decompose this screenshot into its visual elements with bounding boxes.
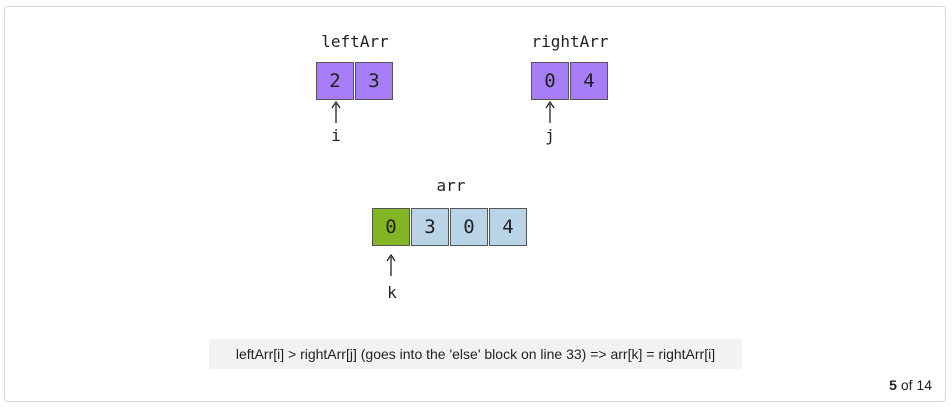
slide-pager: 5 of 14 [889, 377, 932, 393]
right-array-cell: 0 [531, 62, 569, 100]
left-array-label: leftArr [321, 32, 389, 51]
slide-frame [4, 6, 946, 402]
right-array-cells: 0 4 [531, 62, 609, 100]
pointer-j-label: j [545, 126, 555, 145]
merged-array-cells: 0 3 0 4 [372, 208, 528, 246]
pointer-i-arrow-icon [331, 101, 341, 123]
pointer-j-arrow-icon [545, 101, 555, 123]
pointer-k-arrow-icon [386, 254, 396, 276]
merged-array-label: arr [436, 176, 466, 195]
pager-total: 14 [916, 377, 932, 393]
left-array-cell: 2 [316, 62, 354, 100]
step-caption: leftArr[i] > rightArr[j] (goes into the … [209, 339, 742, 369]
right-array-label: rightArr [531, 32, 609, 51]
right-array-cell: 4 [570, 62, 608, 100]
pager-current: 5 [889, 377, 897, 393]
left-array-cell: 3 [355, 62, 393, 100]
left-array-cells: 2 3 [316, 62, 394, 100]
pointer-k-label: k [387, 283, 397, 302]
merged-array-cell: 3 [411, 208, 449, 246]
merged-array-cell: 0 [450, 208, 488, 246]
merged-array-cell: 0 [372, 208, 410, 246]
pager-separator: of [900, 377, 913, 393]
merged-array-cell: 4 [489, 208, 527, 246]
pointer-i-label: i [331, 126, 341, 145]
